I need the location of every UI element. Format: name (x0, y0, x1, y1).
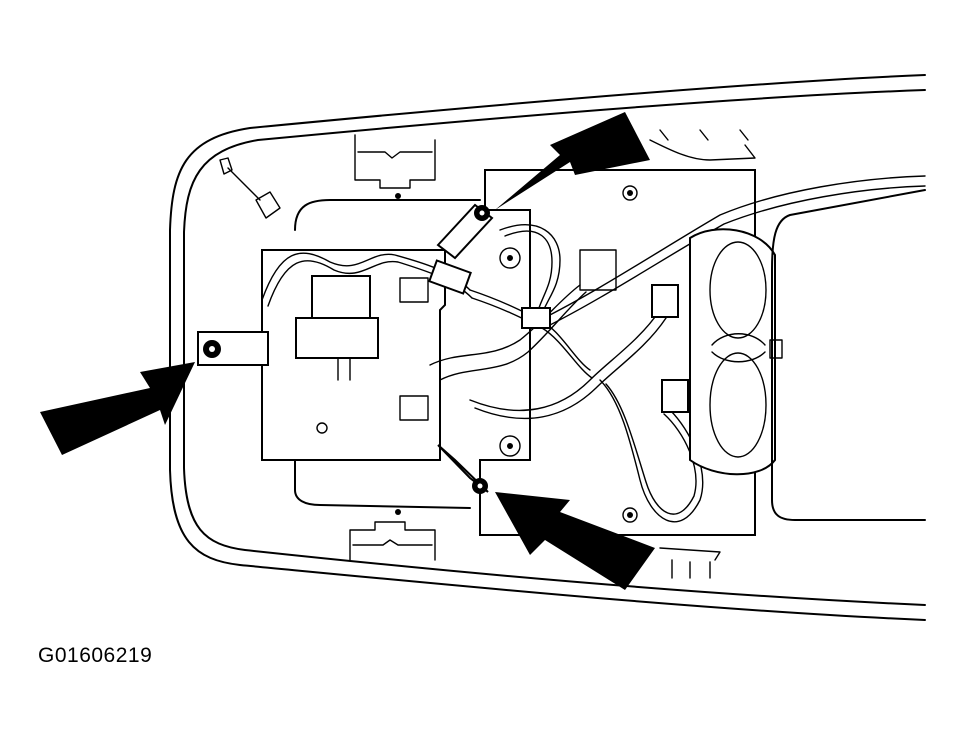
screw-part (219, 157, 281, 219)
callout-arrow-upper (495, 112, 650, 210)
wiring-harness (261, 175, 926, 523)
console-frame (294, 199, 481, 509)
headliner-outline (169, 74, 926, 621)
right-top-clips (649, 129, 756, 161)
callout-arrows (40, 112, 655, 590)
top-mounting-clip (354, 134, 436, 199)
right-bottom-clips (659, 547, 721, 579)
left-module (261, 249, 446, 461)
upper-strap (436, 203, 494, 260)
figure-id-label: G01606219 (38, 644, 153, 667)
left-mount-tab (197, 331, 269, 366)
callout-arrow-left (40, 362, 195, 455)
lamp-housing (689, 189, 926, 521)
callout-arrow-lower (495, 492, 655, 590)
bottom-mounting-clip (349, 509, 436, 561)
lower-strap (437, 444, 489, 494)
